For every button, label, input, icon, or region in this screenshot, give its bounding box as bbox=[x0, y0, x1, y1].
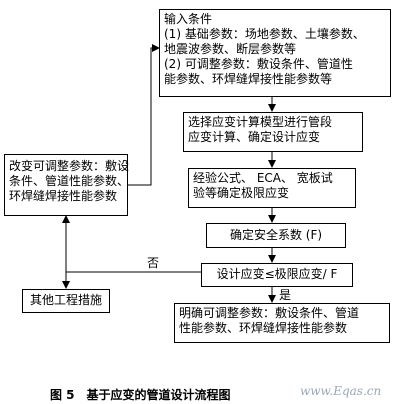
adjust-line: 条件、管道性能参数、 bbox=[9, 174, 130, 188]
adjust-line: 改变可调整参数：敷设 bbox=[9, 159, 130, 173]
watermark: www.Eqas.cn bbox=[300, 384, 382, 398]
strain-model-box: 选择应变计算模型进行管段 应变计算、确定设计应变 bbox=[183, 112, 363, 152]
confirm-line: 性能参数、环焊缝焊接性能参数 bbox=[179, 321, 348, 335]
other-line: 其他工程措施 bbox=[29, 293, 102, 307]
yes-label: 是 bbox=[279, 288, 292, 302]
model-line: 选择应变计算模型进行管段 bbox=[188, 115, 333, 129]
figure-caption: 图 5 基于应变的管道设计流程图 bbox=[50, 388, 231, 402]
input-line: 地震波参数、断层参数等 bbox=[164, 42, 297, 56]
limit-strain-box: 经验公式、 ECA、 宽板试 验等确定极限应变 bbox=[188, 168, 356, 208]
input-line: 能参数、环焊缝焊接性能参数等 bbox=[164, 72, 333, 86]
limit-line: 经验公式、 ECA、 宽板试 bbox=[193, 171, 333, 185]
adjust-line: 环焊缝焊接性能参数 bbox=[9, 189, 118, 203]
other-measures-box: 其他工程措施 bbox=[22, 289, 110, 313]
check-line: 设计应变≤极限应变/ F bbox=[216, 267, 338, 281]
safety-line: 确定安全系数 (F) bbox=[229, 228, 323, 242]
confirm-parameters-box: 明确可调整参数：敷设条件、管道 性能参数、环焊缝焊接性能参数 bbox=[174, 303, 390, 343]
strain-check-box: 设计应变≤极限应变/ F bbox=[201, 263, 353, 287]
confirm-line: 明确可调整参数：敷设条件、管道 bbox=[179, 306, 360, 320]
safety-factor-box: 确定安全系数 (F) bbox=[206, 223, 346, 248]
input-line: (1) 基础参数：场地参数、土壤参数、 bbox=[164, 27, 365, 41]
limit-line: 验等确定极限应变 bbox=[193, 186, 290, 200]
no-label: 否 bbox=[147, 256, 160, 270]
input-line: (2) 可调整参数：敷设条件、管道性 bbox=[164, 57, 353, 71]
input-conditions-box: 输入条件 (1) 基础参数：场地参数、土壤参数、 地震波参数、断层参数等 (2)… bbox=[159, 9, 391, 97]
model-line: 应变计算、确定设计应变 bbox=[188, 130, 321, 144]
adjust-parameters-box: 改变可调整参数：敷设 条件、管道性能参数、 环焊缝焊接性能参数 bbox=[4, 154, 130, 216]
input-line: 输入条件 bbox=[164, 12, 213, 26]
arrow-adjust-to-input bbox=[128, 44, 160, 186]
